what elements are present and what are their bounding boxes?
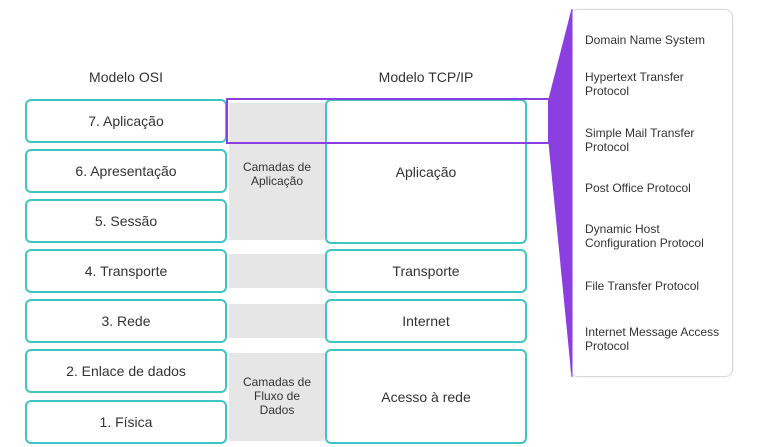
protocol-item-imap: Internet Message Access Protocol [585,325,720,353]
protocol-pointer-wedge [548,8,573,378]
tcpip-layer-application: Aplicação [325,99,527,244]
osi-layer-data-link: 2. Enlace de dados [25,349,227,393]
osi-layer-transport: 4. Transporte [25,249,227,293]
protocol-item-smtp: Simple Mail Transfer Protocol [585,126,695,154]
dataflow-layers-label: Camadas de Fluxo de Dados [242,375,312,417]
tcpip-layer-network-access: Acesso à rede [325,349,527,444]
tcpip-model-heading: Modelo TCP/IP [378,69,474,85]
osi-layer-application: 7. Aplicação [25,99,227,143]
osi-layer-presentation: 6. Apresentação [25,149,227,193]
osi-layer-session: 5. Sessão [25,199,227,243]
application-layers-band [229,103,325,240]
osi-layer-network: 3. Rede [25,299,227,343]
application-layers-label: Camadas de Aplicação [242,160,312,188]
protocol-item-pop: Post Office Protocol [585,181,691,195]
transport-band [229,254,325,288]
application-row-highlight [226,98,550,144]
tcpip-layer-internet: Internet [325,299,527,343]
protocol-item-http: Hypertext Transfer Protocol [585,70,684,98]
protocol-panel [570,9,733,377]
tcpip-layer-transport: Transporte [325,249,527,293]
network-band [229,304,325,338]
protocol-item-dhcp: Dynamic Host Configuration Protocol [585,222,704,250]
dataflow-layers-band [229,353,325,441]
osi-layer-physical: 1. Física [25,400,227,444]
protocol-item-ftp: File Transfer Protocol [585,279,700,293]
osi-model-heading: Modelo OSI [89,69,163,85]
protocol-item-dns: Domain Name System [585,33,706,47]
